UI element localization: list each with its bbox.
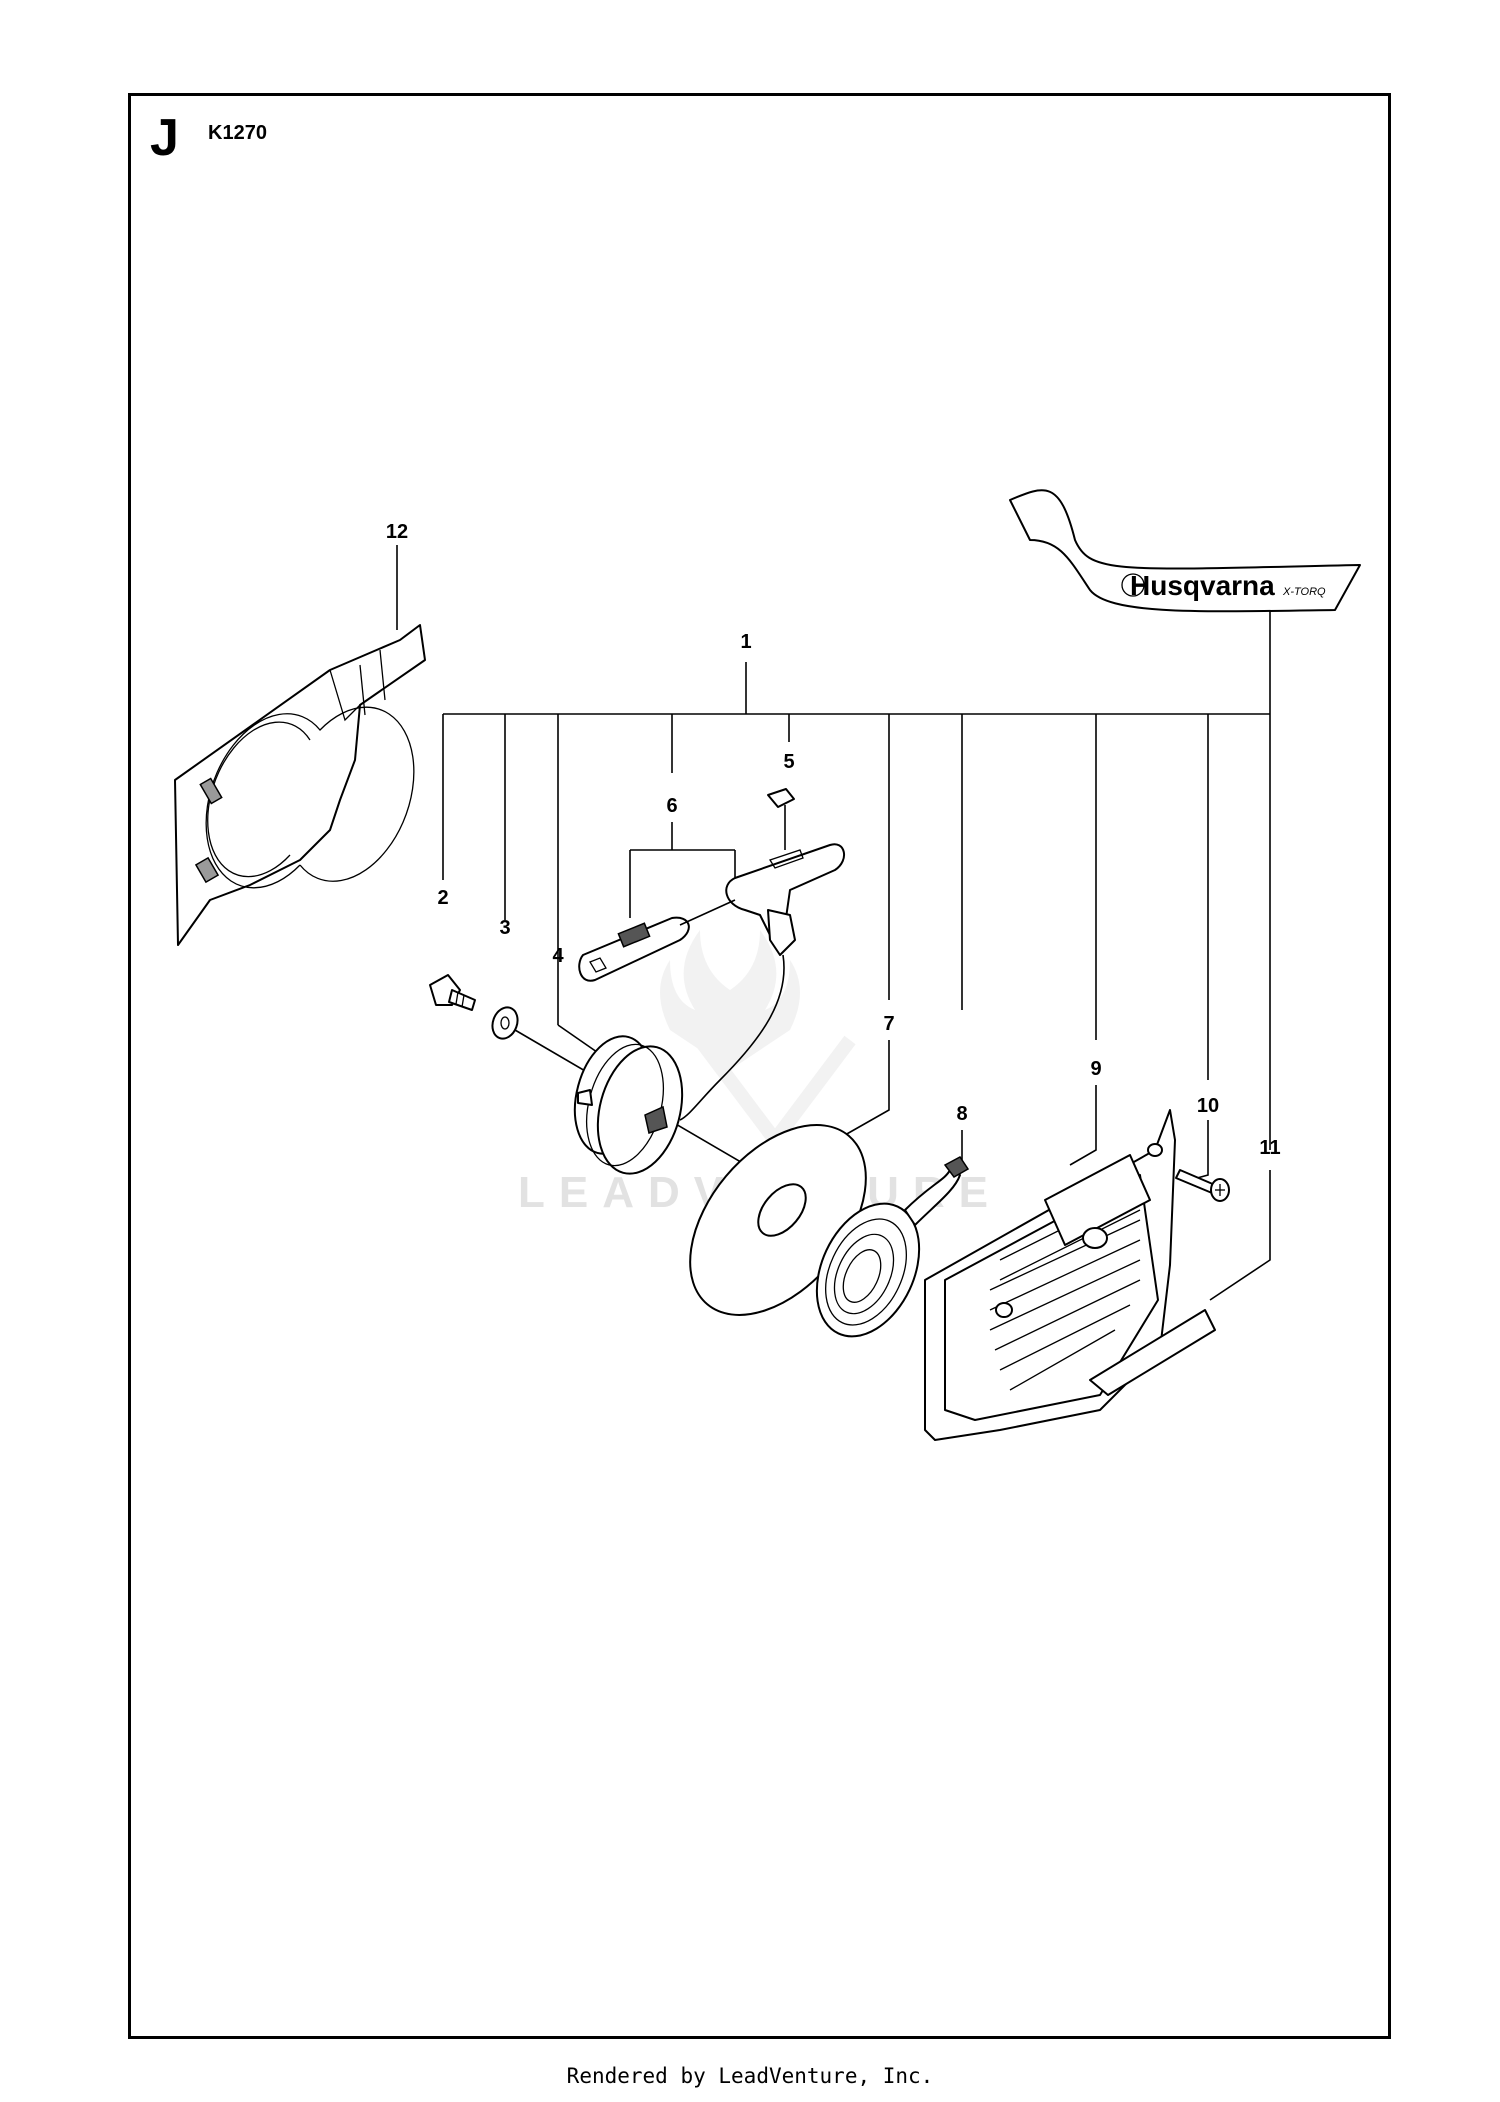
callout-9: 9 <box>1090 1058 1101 1080</box>
callout-8: 8 <box>956 1103 967 1125</box>
callout-6: 6 <box>666 795 677 817</box>
kit-bracket <box>396 545 1271 1301</box>
footer-credit: Rendered by LeadVenture, Inc. <box>566 2064 934 2088</box>
callout-11: 11 <box>1259 1137 1280 1159</box>
callout-10: 10 <box>1197 1095 1219 1117</box>
callout-4: 4 <box>552 945 564 967</box>
callout-7: 7 <box>883 1013 894 1035</box>
callout-2: 2 <box>437 887 448 909</box>
decal-brand: Husqvarna <box>1130 570 1275 601</box>
part-2-screw <box>429 974 476 1011</box>
part-3-washer <box>491 1006 519 1040</box>
part-4-rope-pulley <box>573 1035 684 1175</box>
callout-12: 12 <box>386 521 408 543</box>
part-8-recoil-spring <box>815 1156 970 1338</box>
part-5-starter-handle <box>679 788 845 1121</box>
decal-model: X-TORQ <box>1282 586 1326 598</box>
part-6-handle-insert <box>578 899 736 982</box>
callout-3: 3 <box>499 917 510 939</box>
section-code: K1270 <box>208 122 267 144</box>
callout-5: 5 <box>783 751 794 773</box>
section-letter: J <box>150 109 179 167</box>
husqvarna-crown-icon <box>1121 573 1145 597</box>
watermark-logo <box>660 930 856 1152</box>
part-11-decal: Husqvarna X-TORQ <box>1009 489 1361 613</box>
part-10-screw <box>1175 1169 1230 1202</box>
part-9-starter-housing <box>924 1109 1216 1441</box>
part-12-starter-plate <box>174 624 426 946</box>
diagram-frame <box>128 93 1391 2039</box>
callout-1: 1 <box>740 631 751 653</box>
